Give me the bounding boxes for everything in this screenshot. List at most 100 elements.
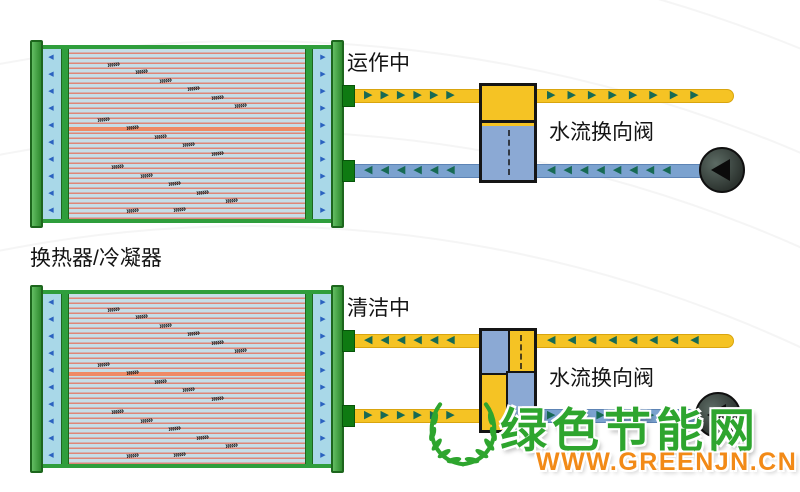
manifold-arrow-icon: ◀ xyxy=(48,139,54,146)
tube-flow-arrow-icon: »»» xyxy=(181,138,195,150)
exchanger-port-top xyxy=(342,330,355,352)
manifold-arrow-icon: ▶ xyxy=(320,156,326,163)
exchanger-shell: ◀◀◀◀◀◀◀◀◀◀ »»»»»»»»»»»»»»»»»»»»»»»»»»»»»… xyxy=(41,290,333,468)
tube-flow-arrow-icon: »»» xyxy=(195,431,209,443)
tube-flow-arrow-icon: »»» xyxy=(125,449,139,461)
tube-flow-arrow-icon: »»» xyxy=(224,439,238,451)
manifold-arrow-icon: ▶ xyxy=(320,435,326,442)
tube-flow-arrow-icon: »»» xyxy=(153,129,167,142)
manifold-arrow-icon: ▶ xyxy=(320,71,326,78)
tube-divider xyxy=(69,127,305,132)
exchanger-shell: ◀◀◀◀◀◀◀◀◀◀ »»»»»»»»»»»»»»»»»»»»»»»»»»»»»… xyxy=(41,45,333,223)
manifold-arrow-icon: ▶ xyxy=(320,333,326,340)
manifold-arrow-icon: ◀ xyxy=(48,190,54,197)
tube-flow-arrow-icon: »»» xyxy=(224,194,238,206)
status-label-cleaning: 清洁中 xyxy=(347,297,410,320)
valve-cool-passage xyxy=(482,331,510,375)
manifold-arrow-icon: ▶ xyxy=(320,88,326,95)
manifold-arrow-icon: ◀ xyxy=(48,384,54,391)
tube-sheet-right xyxy=(305,294,313,464)
manifold-arrow-icon: ▶ xyxy=(320,207,326,214)
manifold-arrow-icon: ▶ xyxy=(320,401,326,408)
valve-cool-passage xyxy=(506,371,534,430)
heat-exchanger-operating: ◀◀◀◀◀◀◀◀◀◀ »»»»»»»»»»»»»»»»»»»»»»»»»»»»»… xyxy=(30,40,344,228)
tube-flow-arrow-icon: »»» xyxy=(186,327,200,339)
reversing-valve-operating xyxy=(479,83,537,183)
tube-flow-arrow-icon: »»» xyxy=(96,357,110,370)
flange-right xyxy=(331,40,344,228)
manifold-arrow-icon: ◀ xyxy=(48,316,54,323)
tube-flow-arrow-icon: »»» xyxy=(110,160,124,172)
tube-flow-arrow-icon: »»» xyxy=(172,448,186,460)
manifold-arrow-icon: ◀ xyxy=(48,401,54,408)
manifold-arrow-icon: ▶ xyxy=(320,367,326,374)
flow-arrows: ▶▶▶▶▶▶▶▶ xyxy=(547,89,711,101)
valve-label-top: 水流换向阀 xyxy=(549,121,654,144)
manifold-arrow-icon: ▶ xyxy=(320,452,326,459)
tube-flow-arrow-icon: »»» xyxy=(210,146,224,159)
heat-exchanger-cleaning: ◀◀◀◀◀◀◀◀◀◀ »»»»»»»»»»»»»»»»»»»»»»»»»»»»»… xyxy=(30,285,344,473)
tube-flow-arrow-icon: »»» xyxy=(106,58,120,70)
tube-flow-arrow-icon: »»» xyxy=(158,318,172,331)
flange-left xyxy=(30,285,43,473)
tube-flow-arrow-icon: »»» xyxy=(125,121,139,133)
status-label-operating: 运作中 xyxy=(347,52,410,75)
watermark-site-url: WWW.GREENJN.CN xyxy=(536,448,798,476)
tube-flow-arrow-icon: »»» xyxy=(139,414,153,426)
valve-warm-passage xyxy=(482,86,534,123)
valve-spool-line xyxy=(519,335,522,369)
manifold-arrow-icon: ▶ xyxy=(320,418,326,425)
manifold-arrow-icon: ◀ xyxy=(48,207,54,214)
tube-flow-arrow-icon: »»» xyxy=(167,422,181,434)
manifold-arrow-icon: ▶ xyxy=(320,316,326,323)
tube-flow-arrow-icon: »»» xyxy=(195,186,209,198)
manifold-arrow-icon: ▶ xyxy=(320,122,326,129)
tube-flow-arrow-icon: »»» xyxy=(210,391,224,404)
tube-flow-arrow-icon: »»» xyxy=(106,303,120,315)
manifold-arrow-icon: ◀ xyxy=(48,452,54,459)
tube-flow-arrow-icon: »»» xyxy=(186,82,200,94)
tube-sheet-left xyxy=(61,49,69,219)
watermark-site-name: 绿色节能网 xyxy=(500,404,760,457)
manifold-arrow-icon: ▶ xyxy=(320,54,326,61)
tube-flow-arrow-icon: »»» xyxy=(210,335,224,348)
flange-left xyxy=(30,40,43,228)
tube-flow-arrow-icon: »»» xyxy=(181,383,195,395)
manifold-arrow-icon: ◀ xyxy=(48,435,54,442)
manifold-arrow-icon: ▶ xyxy=(320,384,326,391)
tube-flow-arrow-icon: »»» xyxy=(233,99,247,111)
tube-bundle: »»» »»» »»» »»» »»» »»» »»» »»» »»» »»» »»» »»» »»» »… xyxy=(69,294,305,464)
flow-arrows: ◀◀◀◀◀◀◀◀ xyxy=(547,334,711,346)
tube-flow-arrow-icon: »»» xyxy=(210,90,224,103)
flow-arrows: ◀◀◀◀◀◀ xyxy=(364,334,463,346)
manifold-arrow-icon: ▶ xyxy=(320,139,326,146)
pump-impeller-icon xyxy=(707,404,726,426)
manifold-arrow-icon: ◀ xyxy=(48,122,54,129)
tube-flow-arrow-icon: »»» xyxy=(134,310,148,322)
manifold-arrow-icon: ▶ xyxy=(320,350,326,357)
manifold-arrow-icon: ◀ xyxy=(48,299,54,306)
tube-sheet-right xyxy=(305,49,313,219)
exchanger-port-top xyxy=(342,85,355,107)
tube-flow-arrow-icon: »»» xyxy=(172,203,186,215)
manifold-arrow-icon: ◀ xyxy=(48,333,54,340)
pump-icon xyxy=(695,392,741,438)
water-box-left: ◀◀◀◀◀◀◀◀◀◀ xyxy=(41,294,61,464)
manifold-arrow-icon: ◀ xyxy=(48,54,54,61)
exchanger-port-bottom xyxy=(342,405,355,427)
tube-flow-arrow-icon: »»» xyxy=(110,405,124,417)
manifold-arrow-icon: ◀ xyxy=(48,156,54,163)
flow-arrows: ▶▶▶▶▶▶▶▶ xyxy=(547,409,679,421)
water-box-right: ▶▶▶▶▶▶▶▶▶▶ xyxy=(313,294,333,464)
water-box-right: ▶▶▶▶▶▶▶▶▶▶ xyxy=(313,49,333,219)
tube-flow-arrow-icon: »»» xyxy=(167,177,181,189)
exchanger-port-bottom xyxy=(342,160,355,182)
manifold-arrow-icon: ▶ xyxy=(320,173,326,180)
tube-flow-arrow-icon: »»» xyxy=(125,366,139,378)
manifold-arrow-icon: ▶ xyxy=(320,190,326,197)
tube-divider xyxy=(69,372,305,377)
tube-flow-arrow-icon: »»» xyxy=(96,112,110,125)
manifold-arrow-icon: ◀ xyxy=(48,88,54,95)
manifold-arrow-icon: ◀ xyxy=(48,105,54,112)
manifold-arrow-icon: ◀ xyxy=(48,418,54,425)
